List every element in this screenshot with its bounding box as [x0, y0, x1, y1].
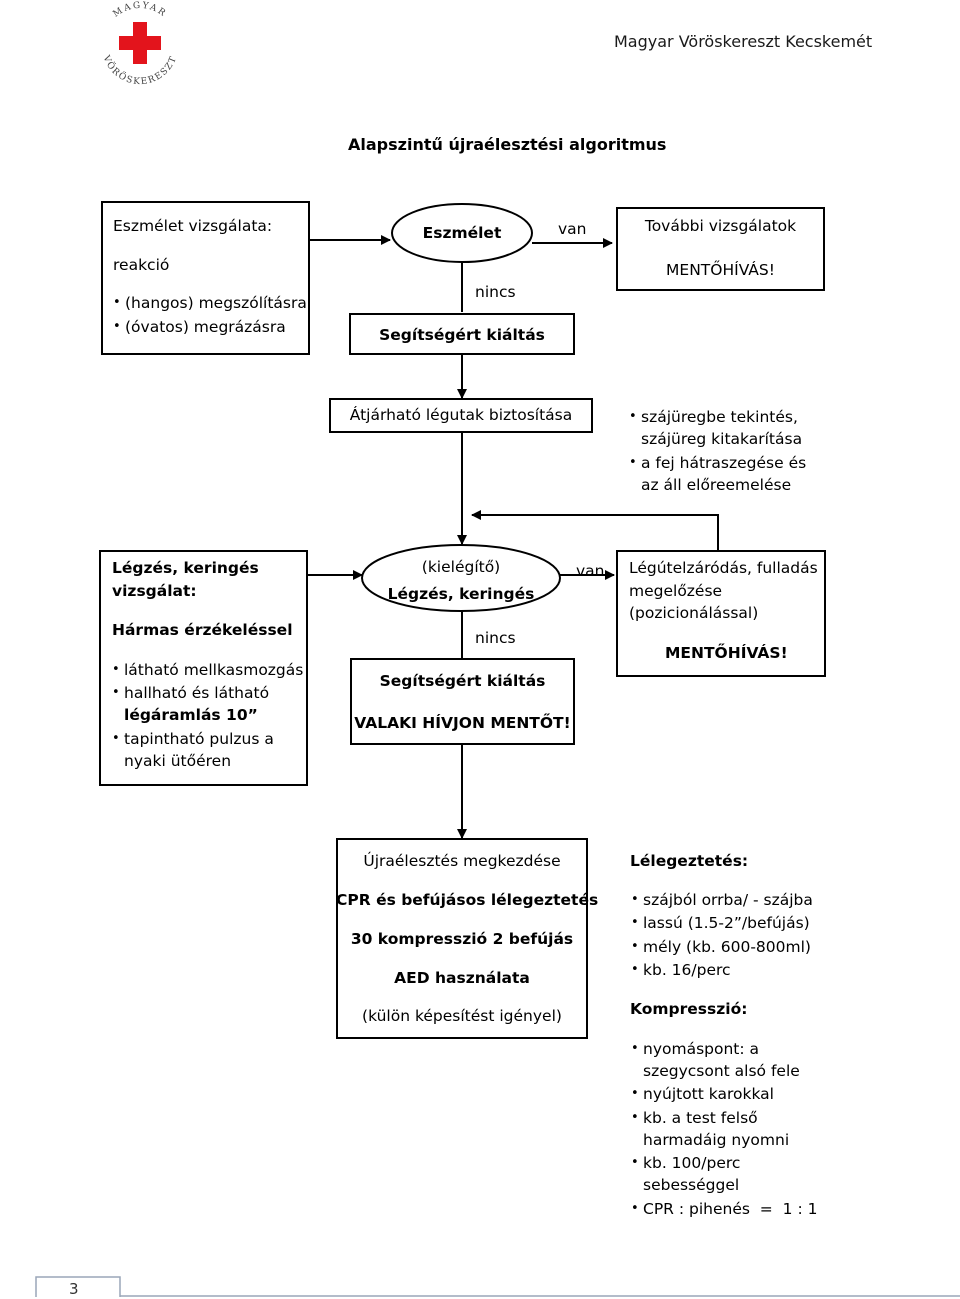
list-item: (óvatos) megrázásra	[113, 317, 286, 337]
consciousness-check-heading: Eszmélet vizsgálata:	[113, 217, 273, 235]
airway-box	[329, 398, 593, 433]
list-item-cont: harmadáig nyomni	[643, 1131, 790, 1149]
red-cross-icon: MAGYAR VÖRÖSKERESZT	[100, 1, 178, 87]
further-exams-label: További vizsgálatok	[644, 217, 797, 235]
consciousness-node: Eszmélet	[422, 224, 502, 242]
list-item: (hangos) megszólításra	[113, 293, 307, 313]
list-item-cont: légáramlás 10”	[124, 706, 258, 724]
cpr-box	[336, 838, 588, 1039]
list-item: nyomáspont: a	[631, 1039, 759, 1059]
someone-call-ambulance-label: VALAKI HÍVJON MENTŐT!	[354, 714, 571, 732]
list-item: lassú (1.5-2”/befújás)	[631, 913, 810, 933]
list-item: mély (kb. 600-800ml)	[631, 937, 811, 957]
airway-label: Átjárható légutak biztosítása	[349, 406, 573, 424]
cpr-start-label: Újraélesztés megkezdése	[363, 852, 561, 870]
airway-obstruction-box	[616, 550, 826, 677]
list-item-cont: nyaki ütőéren	[124, 752, 232, 770]
reaction-label: reakció	[113, 256, 170, 274]
list-item: hallható és látható	[112, 683, 269, 703]
list-item-cont: sebességgel	[643, 1176, 740, 1194]
aed-note: (külön képesítést igényel)	[362, 1007, 562, 1025]
list-item: látható mellkasmozgás	[112, 660, 303, 680]
page-title: Alapszintű újraélesztési algoritmus	[348, 135, 667, 154]
yes-label: van	[558, 220, 587, 238]
call-ambulance-box	[350, 658, 575, 745]
cpr-ventilation-label: CPR és befújásos lélegeztetés	[336, 891, 599, 909]
cpr-ratio-label: 30 kompresszió 2 befújás	[350, 930, 574, 948]
ambulance-call-label: MENTŐHÍVÁS!	[666, 261, 775, 279]
list-item-cont: szájüreg kitakarítása	[641, 430, 803, 448]
list-item: szájból orrba/ - szájba	[631, 890, 813, 910]
call-for-help-box	[349, 313, 575, 355]
call-for-help-label: Segítségért kiáltás	[379, 326, 545, 344]
page-number: 3	[69, 1280, 79, 1298]
list-item: nyújtott karokkal	[631, 1084, 774, 1104]
further-exams-box	[616, 207, 825, 291]
call-for-help-label: Segítségért kiáltás	[379, 672, 546, 690]
breathing-check-heading: vizsgálat:	[112, 582, 197, 600]
ventilation-heading: Lélegeztetés:	[630, 852, 749, 870]
triple-sense-label: Hármas érzékeléssel	[112, 621, 293, 639]
list-item: kb. 16/perc	[631, 960, 730, 980]
breathing-node: Légzés, keringés	[387, 585, 535, 603]
list-item: a fej hátraszegése és	[629, 453, 806, 473]
red-cross-logo: MAGYAR VÖRÖSKERESZT	[90, 0, 190, 90]
satisfactory-label: (kielégítő)	[421, 558, 501, 576]
list-item: szájüregbe tekintés,	[629, 407, 798, 427]
obstruction-text: Légútelzáródás, fulladás	[629, 559, 818, 577]
ambulance-call-label: MENTŐHÍVÁS!	[665, 644, 788, 662]
yes-label: van	[576, 562, 605, 580]
list-item-cont: az áll előreemelése	[641, 476, 792, 494]
list-item: CPR : pihenés = 1 : 1	[631, 1199, 817, 1219]
aed-label: AED használata	[394, 969, 530, 987]
list-item: kb. a test felső	[631, 1108, 758, 1128]
compression-heading: Kompresszió:	[630, 1000, 748, 1018]
list-item: kb. 100/perc	[631, 1153, 740, 1173]
obstruction-text: (pozicionálással)	[629, 604, 759, 622]
no-label: nincs	[475, 283, 516, 301]
org-name: Magyar Vöröskereszt Kecskemét	[614, 32, 873, 51]
list-item: tapintható pulzus a	[112, 729, 274, 749]
obstruction-text: megelőzése	[629, 582, 723, 600]
no-label: nincs	[475, 629, 516, 647]
list-item-cont: szegycsont alsó fele	[643, 1062, 800, 1080]
breathing-check-heading: Légzés, keringés	[112, 559, 259, 577]
